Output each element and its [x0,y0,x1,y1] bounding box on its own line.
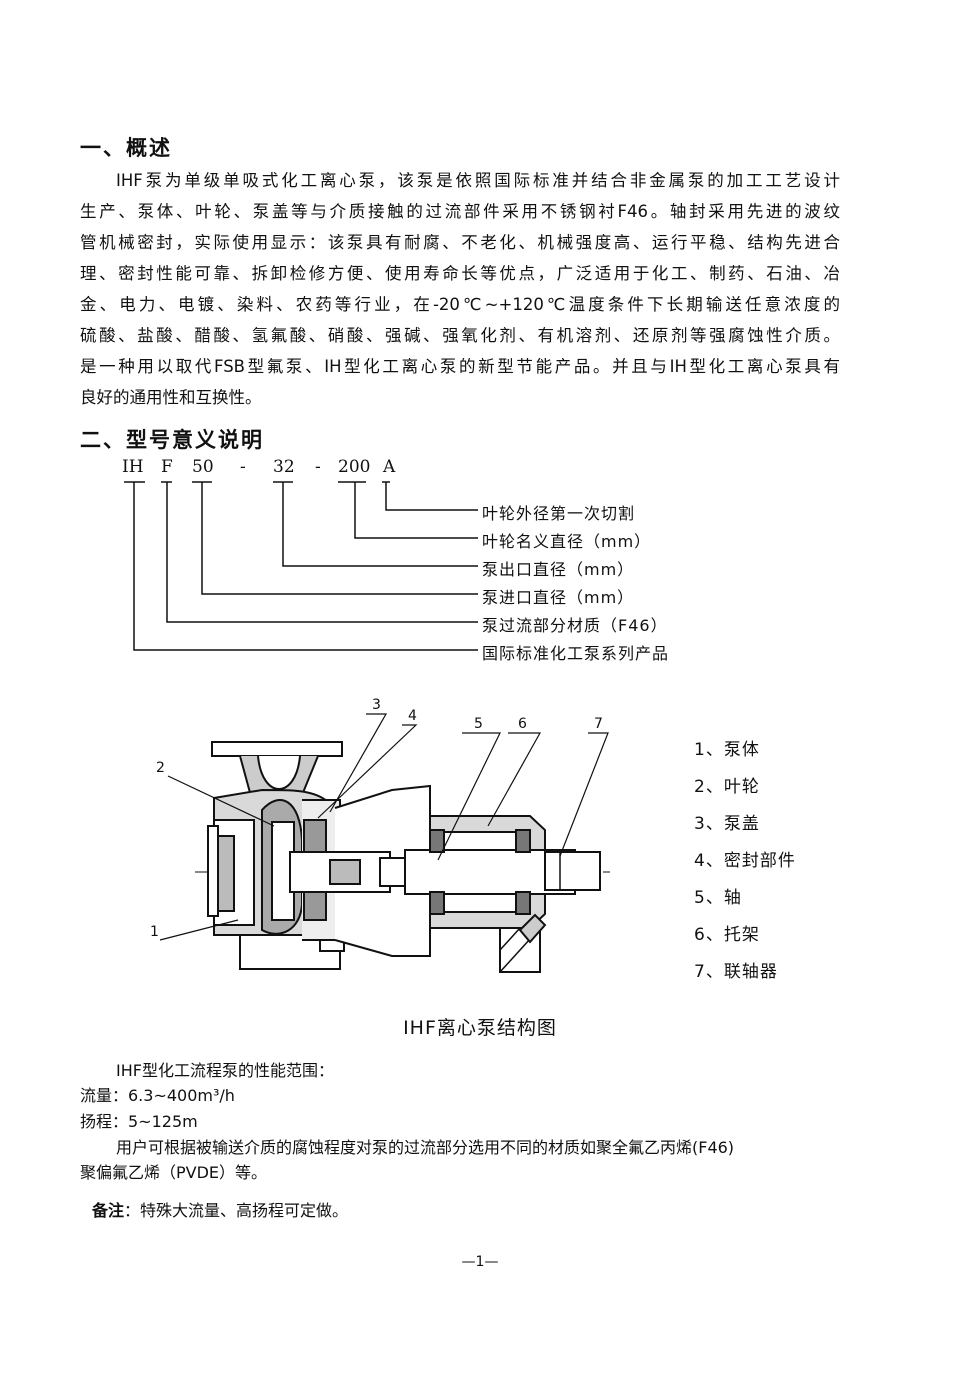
model-code-material: F [161,457,173,477]
legend-item: 2、叶轮 [694,777,760,797]
paragraph-line: 管机械密封，实际使用显示：该泵具有耐腐、不老化、机械强度高、运行平稳、结构先进合 [80,233,840,252]
diagram-legend: 1、泵体 2、叶轮 3、泵盖 4、密封部件 5、轴 6、托架 7、联轴器 [694,738,796,997]
performance-head: 扬程：5~125m [80,1112,198,1131]
callout-number: 3 [372,697,381,713]
performance-flow: 流量：6.3~400m³/h [80,1086,235,1105]
legend-item: 6、托架 [694,925,760,945]
callout-leaders [159,713,609,941]
model-meaning-label: 叶轮名义直径（mm） [482,532,652,551]
model-meaning-label: 泵过流部分材质（F46） [482,616,668,635]
model-code-cut: A [383,457,396,477]
model-code-outlet: 32 [273,457,295,477]
callout-number: 6 [518,716,527,732]
legend-item: 3、泵盖 [694,814,760,834]
performance-title: IHF型化工流程泵的性能范围： [116,1061,334,1080]
overview-paragraph: IHF泵为单级单吸式化工离心泵，该泵是依照国际标准并结合非金属泵的加工工艺设计 … [80,165,840,413]
legend-item: 5、轴 [694,888,742,908]
page-number: —1— [461,1254,499,1270]
legend-item: 1、泵体 [694,740,760,760]
remark-label: 备注 [92,1201,125,1220]
model-meaning-label: 国际标准化工泵系列产品 [482,644,670,663]
paragraph-line: 金、电力、电镀、染料、农药等行业，在-20℃~+120℃温度条件下长期输送任意浓… [80,295,840,314]
section-title-overview: 一、概述 [80,136,172,160]
paragraph-line: 是一种用以取代FSB型氟泵、IH型化工离心泵的新型节能产品。并且与IH型化工离心… [80,357,840,376]
paragraph-line: IHF泵为单级单吸式化工离心泵，该泵是依照国际标准并结合非金属泵的加工工艺设计 [116,171,840,190]
remark: 备注：特殊大流量、高扬程可定做。 [92,1197,348,1221]
model-code-leaders [124,481,478,651]
model-meaning-label: 泵进口直径（mm） [482,588,635,607]
model-code-dash: - [315,457,321,477]
paragraph-line: 良好的通用性和互换性。 [80,388,262,407]
callout-number: 4 [408,708,417,724]
model-meaning-label: 泵出口直径（mm） [482,560,635,579]
paragraph-line: 理、密封性能可靠、拆卸检修方便、使用寿命长等优点，广泛适用于化工、制药、石油、冶 [80,264,840,283]
callout-number: 2 [156,760,165,776]
model-code-impeller: 200 [338,457,371,477]
legend-item: 4、密封部件 [694,851,796,871]
model-meaning-label: 叶轮外径第一次切割 [482,504,636,523]
callout-number: 5 [474,716,483,732]
callout-number: 1 [150,924,159,940]
model-code-series: IH [122,457,144,477]
remark-text: ：特殊大流量、高扬程可定做。 [124,1201,349,1220]
callout-number: 7 [594,716,603,732]
pump-structure-diagram [195,741,610,973]
performance-material-line: 聚偏氟乙烯（PVDE）等。 [80,1163,268,1182]
performance-material-line: 用户可根据被输送介质的腐蚀程度对泵的过流部分选用不同的材质如聚全氟乙丙烯(F46… [116,1138,735,1157]
section-title-model: 二、型号意义说明 [80,428,264,452]
figure-caption: IHF离心泵结构图 [403,1017,557,1039]
model-code-dash: - [240,457,246,477]
legend-item: 7、联轴器 [694,962,778,982]
paragraph-line: 生产、泵体、叶轮、泵盖等与介质接触的过流部件采用不锈钢衬F46。轴封采用先进的波… [80,202,840,221]
paragraph-line: 硫酸、盐酸、醋酸、氢氟酸、硝酸、强碱、强氧化剂、有机溶剂、还原剂等强腐蚀性介质。 [80,326,840,345]
model-code-inlet: 50 [192,457,214,477]
